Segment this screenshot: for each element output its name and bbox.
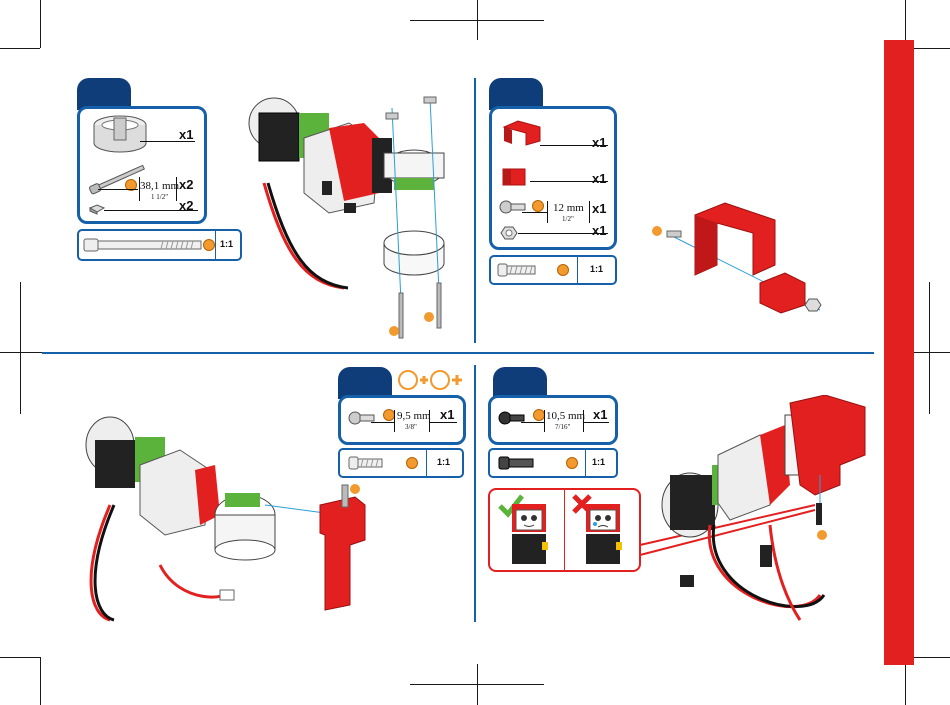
leader-line [429, 410, 430, 432]
scale-divider [426, 450, 427, 476]
leader-line [522, 212, 548, 213]
scale-divider [577, 257, 578, 283]
motor-housing-part-icon [90, 113, 150, 157]
vertical-divider [474, 78, 476, 343]
crop-mark [40, 0, 41, 48]
step-2-parts-panel: x1 x1 12 mm 1/2" x1 x1 [489, 106, 617, 250]
qty-label: x1 [592, 223, 606, 238]
part-fraction: 3/8" [405, 423, 417, 431]
part-fraction: 1 1/2" [151, 193, 168, 201]
part-marker-icon [203, 239, 215, 251]
qty-label: x1 [592, 135, 606, 150]
scale-ratio: 1:1 [437, 457, 450, 467]
step-1-parts-panel: x1 38,1 mm 1 1/2" x2 x2 [77, 106, 207, 224]
crop-mark [40, 657, 41, 705]
qty-label: x1 [592, 201, 606, 216]
horizontal-divider [42, 352, 874, 354]
part-dimension: 10,5 mm [546, 410, 585, 422]
registration-mark [20, 282, 21, 414]
leader-line [547, 201, 548, 223]
hex-nut-part-icon [500, 225, 518, 241]
step-4-assembly-illustration [600, 395, 885, 630]
crop-mark [0, 48, 40, 49]
qty-label: x1 [592, 171, 606, 186]
registration-mark [410, 684, 544, 685]
square-nut-part-icon [88, 203, 106, 215]
part-marker-icon [532, 200, 544, 212]
part-marker-icon [557, 264, 569, 276]
leader-line [521, 422, 545, 423]
step-3-assembly-illustration [80, 405, 400, 625]
step-4-scale-strip: 1:1 [488, 448, 618, 478]
step-2-assembly-illustration [645, 195, 835, 320]
short-screw-actual-size-icon [497, 262, 537, 278]
u-bracket-part-icon [500, 117, 548, 147]
registration-mark [410, 20, 544, 21]
black-screw-part-icon [497, 410, 527, 426]
step-1-assembly-illustration [244, 83, 469, 343]
leader-line [98, 189, 138, 190]
scale-divider [585, 450, 586, 476]
add-parts-icon [396, 368, 468, 392]
part-fraction: 1/2" [562, 215, 574, 223]
part-dimension: 12 mm [553, 202, 584, 214]
step-1-scale-strip: 1:1 [77, 229, 242, 261]
leader-line [429, 422, 457, 423]
part-marker-icon [566, 457, 578, 469]
step-2-scale-strip: 1:1 [489, 255, 617, 285]
leader-line [583, 410, 584, 432]
panel-divider [564, 490, 565, 570]
registration-mark [910, 352, 950, 353]
leader-line [139, 177, 140, 201]
qty-label: x1 [179, 127, 193, 142]
leader-line [589, 201, 590, 223]
long-screw-actual-size-icon [83, 237, 203, 253]
qty-label: x2 [179, 198, 193, 213]
step-4-parts-panel: 10,5 mm 7/16" x1 [488, 395, 618, 445]
part-dimension: 9,5 mm [397, 410, 431, 422]
small-bracket-part-icon [500, 165, 530, 189]
scale-ratio: 1:1 [220, 239, 233, 249]
part-dimension: 38,1 mm [140, 180, 179, 192]
qty-label: x1 [440, 407, 454, 422]
qty-label: x2 [179, 177, 193, 192]
vertical-divider [474, 365, 476, 622]
crop-mark [0, 657, 40, 658]
correct-orientation-illustration [494, 492, 562, 568]
part-marker-icon [406, 457, 418, 469]
red-sidebar [884, 40, 914, 665]
scale-ratio: 1:1 [590, 264, 603, 274]
registration-mark [929, 282, 930, 414]
registration-mark [0, 352, 42, 353]
part-fraction: 7/16" [555, 423, 570, 431]
black-screw-actual-size-icon [498, 455, 534, 471]
leader-line [544, 410, 545, 432]
scale-divider [215, 231, 216, 259]
leader-line [176, 177, 177, 201]
